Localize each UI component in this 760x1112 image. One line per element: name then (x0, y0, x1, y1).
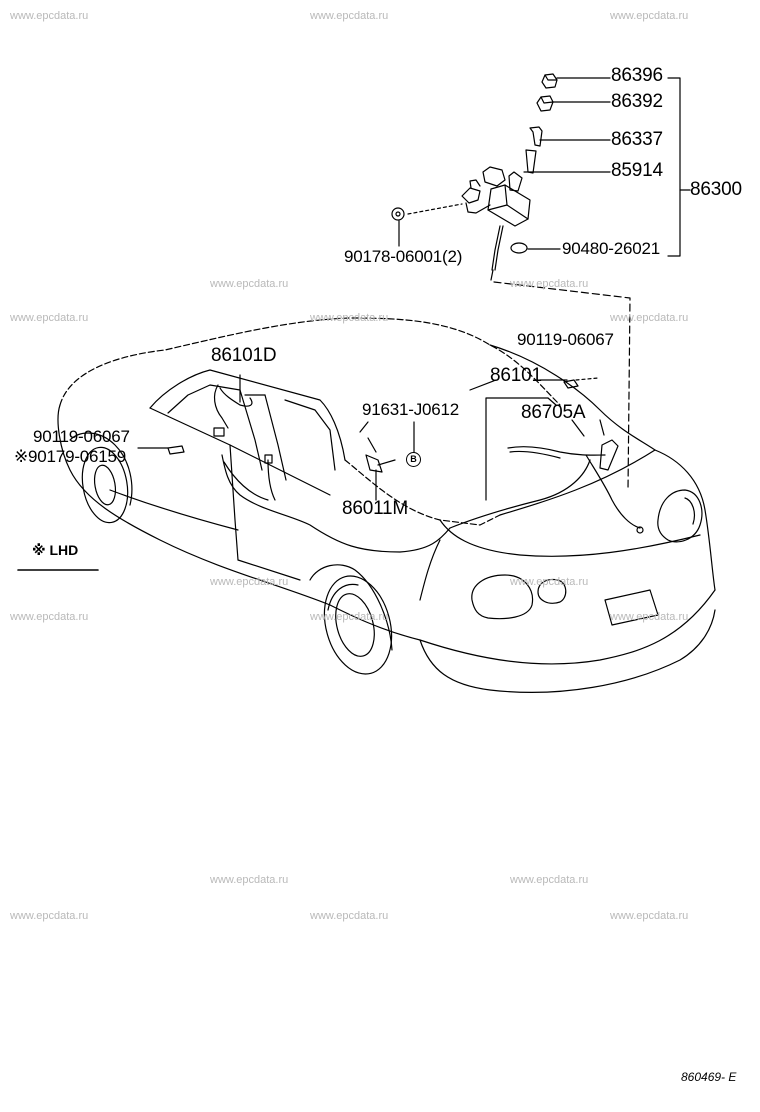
watermark: www.epcdata.ru (10, 910, 89, 922)
antenna-assembly (391, 73, 558, 281)
part-label-90179-06159: ※90179-06159 (14, 447, 127, 466)
part-label-86392: 86392 (611, 91, 663, 112)
watermark: www.epcdata.ru (310, 312, 389, 324)
watermark: www.epcdata.ru (10, 611, 89, 623)
watermark: www.epcdata.ru (510, 874, 589, 886)
watermark: www.epcdata.ru (610, 910, 689, 922)
watermark: www.epcdata.ru (10, 10, 89, 22)
part-label-90178-06001: 90178-06001(2) (344, 247, 463, 266)
part-label-86337: 86337 (611, 129, 663, 150)
diagram-code: 860469- E (681, 1070, 737, 1084)
part-label-90119-06067-left: 90119-06067 (33, 427, 130, 446)
part-label-91631-J0612: 91631-J0612 (362, 400, 460, 419)
leader-lines-lower (17, 374, 605, 571)
lhd-note: ※ LHD (32, 542, 79, 558)
antenna-harness (167, 377, 644, 553)
watermark: www.epcdata.ru (310, 910, 389, 922)
watermark: www.epcdata.ru (610, 312, 689, 324)
watermark: www.epcdata.ru (210, 874, 289, 886)
watermark: www.epcdata.ru (610, 611, 689, 623)
car-body (57, 317, 716, 693)
watermark: www.epcdata.ru (210, 576, 289, 588)
part-label-86396: 86396 (611, 65, 663, 86)
part-label-86011M: 86011M (342, 498, 409, 519)
watermark: www.epcdata.ru (510, 278, 589, 290)
watermark: www.epcdata.ru (210, 278, 289, 290)
part-label-90119-06067-right: 90119-06067 (517, 330, 614, 349)
part-label-90480-26021: 90480-26021 (562, 239, 661, 258)
part-label-86101D: 86101D (211, 345, 277, 366)
watermark: www.epcdata.ru (510, 576, 589, 588)
leader-lines-upper (398, 77, 691, 491)
watermark: www.epcdata.ru (610, 10, 689, 22)
callout-b: B (406, 452, 421, 467)
part-label-85914: 85914 (611, 160, 663, 181)
part-label-86101: 86101 (490, 365, 542, 386)
watermark: www.epcdata.ru (310, 10, 389, 22)
part-label-86300: 86300 (690, 179, 742, 200)
watermark: www.epcdata.ru (10, 312, 89, 324)
watermark: www.epcdata.ru (310, 611, 389, 623)
part-label-86705A: 86705A (521, 402, 586, 423)
